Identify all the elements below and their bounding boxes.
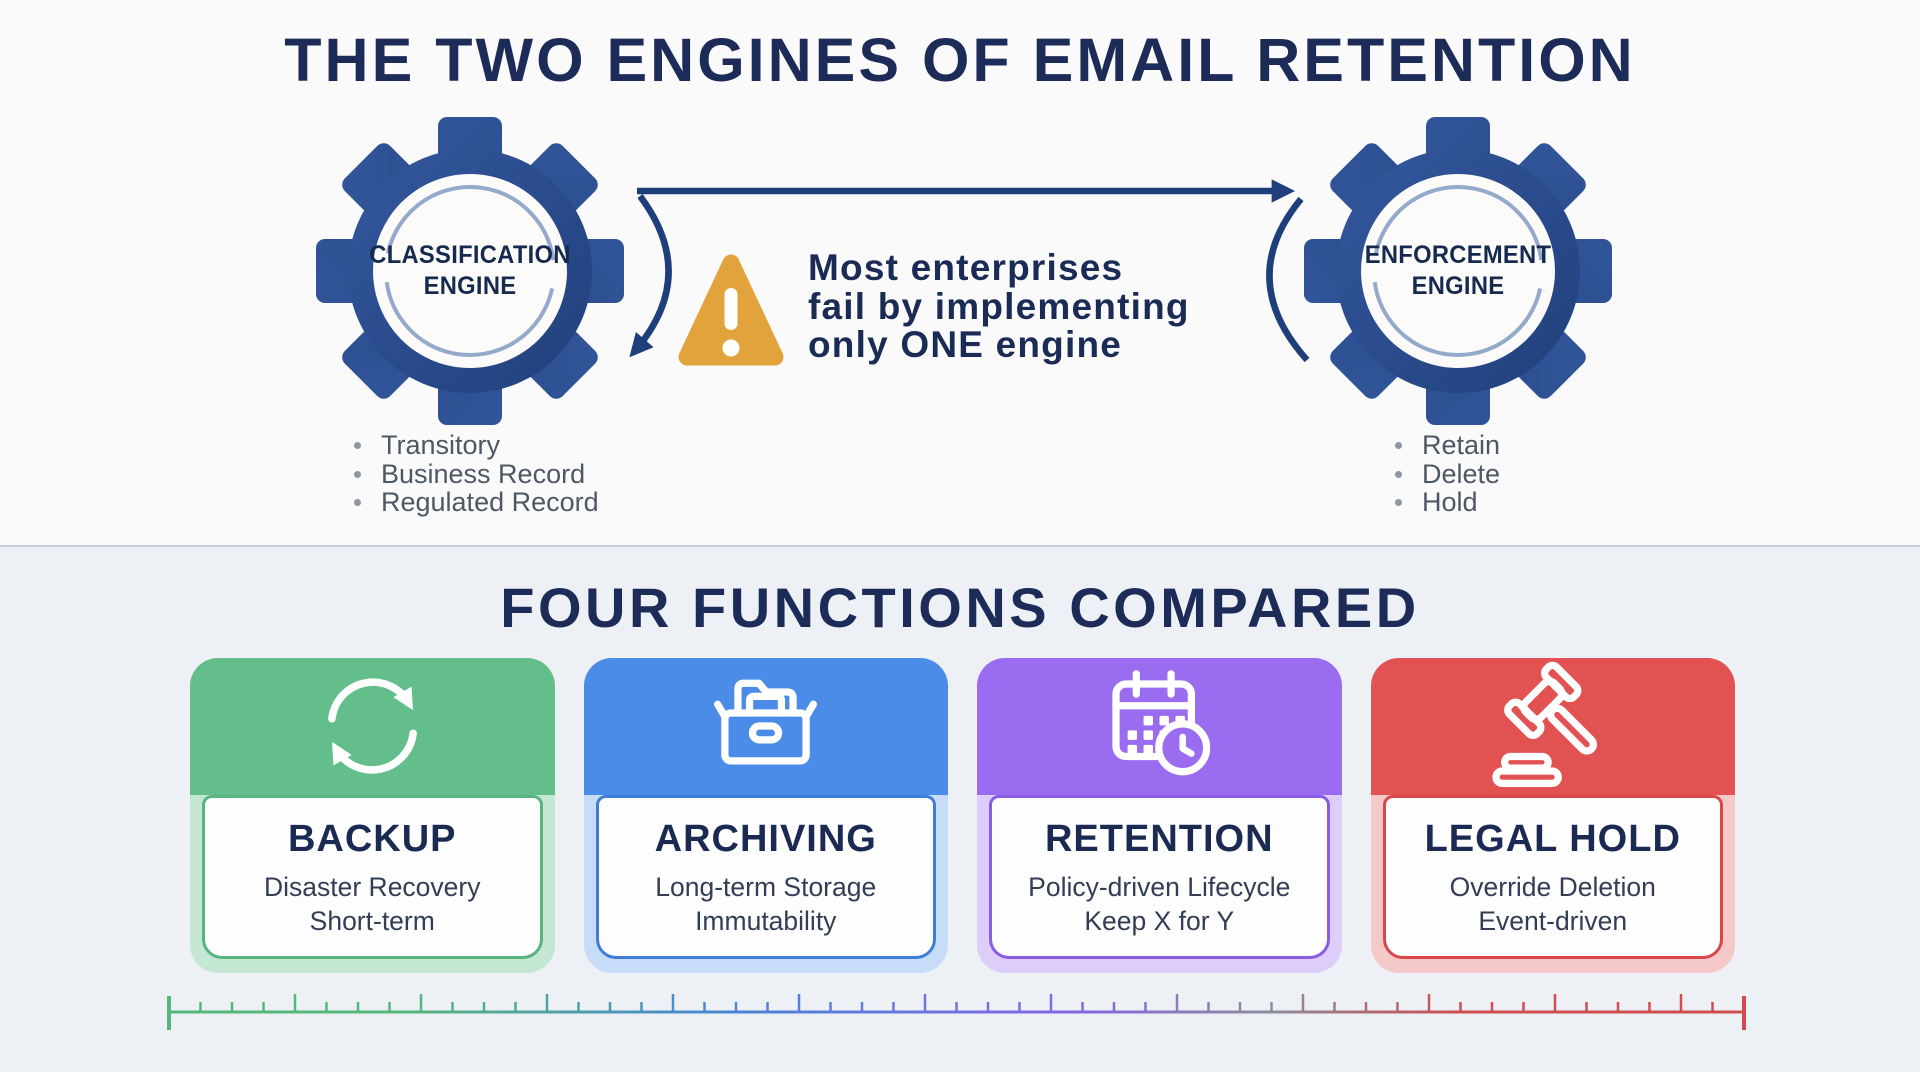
function-card: RETENTION Policy-driven Lifecycle Keep X… [977, 658, 1342, 973]
warning-text-line: only ONE engine [808, 324, 1123, 365]
warning-text: Most enterprises fail by implementing on… [808, 247, 1190, 365]
card-description: Disaster Recovery Short-term [205, 870, 540, 938]
card-title: ARCHIVING [654, 818, 877, 860]
bullet-item: Delete [1386, 459, 1500, 489]
card-description: Policy-driven Lifecycle Keep X for Y [992, 870, 1327, 938]
card-desc-line: Immutability [695, 906, 837, 936]
card-title: BACKUP [287, 818, 457, 860]
bullet-item: Regulated Record [345, 488, 599, 517]
gear-icon [1304, 117, 1612, 425]
card-desc-line: Override Deletion [1449, 872, 1656, 902]
card-description: Override Deletion Event-driven [1386, 870, 1721, 938]
card-desc-line: Event-driven [1478, 906, 1628, 936]
card-title: LEGAL HOLD [1424, 818, 1681, 860]
function-card: BACKUP Disaster Recovery Short-term [190, 658, 555, 973]
gear-label-line: ENFORCEMENT [1364, 241, 1552, 269]
page-title: THE TWO ENGINES OF EMAIL RETENTION [284, 26, 1636, 94]
card-desc-line: Policy-driven Lifecycle [1028, 872, 1291, 902]
gavel-icon [1492, 661, 1598, 787]
function-card: LEGAL HOLD Override Deletion Event-drive… [1370, 658, 1735, 973]
comparison-title: FOUR FUNCTIONS COMPARED [500, 576, 1420, 639]
card-desc-line: Long-term Storage [655, 872, 877, 902]
warning-text-line: fail by implementing [808, 285, 1190, 327]
bottom-section: FOUR FUNCTIONS COMPARED BACKUP Disaster … [0, 547, 1920, 1072]
card-header [190, 658, 555, 795]
gear-label-line: CLASSIFICATION [369, 241, 571, 269]
card-body: BACKUP Disaster Recovery Short-term [202, 795, 543, 959]
enforcement-gear: ENFORCEMENT ENGINE [1304, 117, 1612, 425]
card-body: ARCHIVING Long-term Storage Immutability [595, 795, 936, 959]
function-card: ARCHIVING Long-term Storage Immutability [583, 658, 948, 973]
top-section: THE TWO ENGINES OF EMAIL RETENTION [284, 26, 1636, 517]
card-header [583, 658, 948, 795]
card-desc-line: Disaster Recovery [264, 872, 481, 902]
cards-row: BACKUP Disaster Recovery Short-term ARCH… [190, 658, 1735, 973]
gear-label: ENFORCEMENT ENGINE [1312, 117, 1605, 425]
bullet-item: Transitory [345, 431, 599, 460]
card-description: Long-term Storage Immutability [599, 870, 934, 938]
card-desc-line: Keep X for Y [1084, 906, 1235, 936]
sync-icon [327, 678, 417, 774]
card-body: LEGAL HOLD Override Deletion Event-drive… [1382, 795, 1723, 959]
archive-box-icon [714, 679, 818, 765]
card-header [1370, 658, 1735, 795]
timeline-ruler [167, 994, 1746, 1030]
calendar-clock-icon [1112, 670, 1210, 776]
gear-label-line: ENGINE [423, 272, 517, 300]
card-header [977, 658, 1342, 795]
warning-triangle-icon [678, 254, 784, 366]
bullet-item: Retain [1386, 431, 1500, 460]
classification-gear: CLASSIFICATION ENGINE [316, 117, 624, 425]
gear-label-line: ENGINE [1411, 272, 1505, 300]
warning-text-line: Most enterprises [808, 247, 1124, 288]
right-curve-arc [1266, 196, 1310, 363]
gear-icon [316, 117, 624, 425]
card-desc-line: Short-term [309, 906, 435, 936]
gear-label: CLASSIFICATION ENGINE [324, 117, 617, 425]
card-title: RETENTION [1044, 818, 1274, 860]
section-divider [0, 545, 1920, 547]
bullet-item: Business Record [345, 459, 599, 489]
bullet-item: Hold [1386, 488, 1500, 517]
card-body: RETENTION Policy-driven Lifecycle Keep X… [989, 795, 1330, 959]
